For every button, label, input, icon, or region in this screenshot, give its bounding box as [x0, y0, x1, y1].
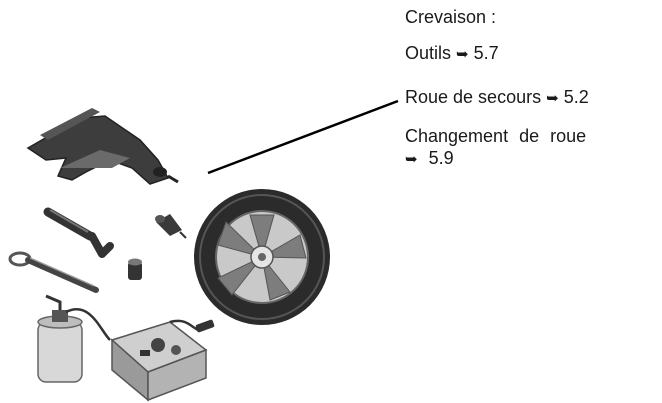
valve-cap-icon [155, 214, 187, 239]
leader-line [207, 99, 399, 175]
spare-page-ref: 5.2 [563, 87, 589, 107]
arrow-icon: ➥ [405, 151, 418, 168]
change-label: Changement de roue [405, 126, 587, 146]
bolt-adapter-icon [128, 258, 142, 280]
arrow-icon: ➥ [546, 90, 559, 107]
tools-page-ref: 5.7 [473, 43, 499, 63]
heading-crevaison: Crevaison : [405, 7, 497, 27]
spare-label: Roue de secours [405, 87, 542, 107]
wheel-change-reference[interactable]: Changement de roue ➥ 5.9 [405, 125, 662, 171]
wheel-brace-icon [43, 207, 114, 258]
sealant-bottle-icon [37, 294, 111, 383]
arrow-icon: ➥ [456, 46, 469, 63]
tyre-compressor-icon [110, 319, 215, 402]
tools-reference[interactable]: Outils ➥ 5.7 [405, 42, 499, 66]
car-jack-icon [26, 108, 179, 185]
spare-wheel-icon [194, 189, 330, 325]
towing-eye-icon [8, 251, 99, 293]
change-page-ref: 5.9 [428, 148, 454, 168]
spare-wheel-reference[interactable]: Roue de secours ➥ 5.2 [405, 86, 589, 110]
tools-label: Outils [405, 43, 452, 63]
